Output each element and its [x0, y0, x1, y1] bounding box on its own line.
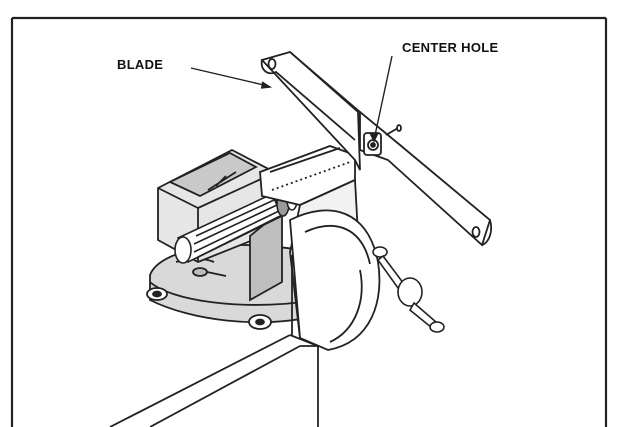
vise-front-jaw	[259, 145, 381, 351]
blade-label: BLADE	[117, 57, 163, 72]
vise-rear-jaw	[157, 148, 284, 302]
blade-mount-hole-bottom	[471, 226, 481, 238]
diagram-frame	[10, 16, 608, 427]
center-hole-leader	[373, 55, 393, 141]
leader-lines	[190, 55, 393, 143]
center-hole-label: CENTER HOLE	[402, 40, 498, 55]
blade-leader	[190, 67, 269, 87]
vise-lock-lever	[372, 246, 445, 333]
workbench	[109, 334, 319, 427]
blade	[260, 50, 493, 247]
blade-mount-hole-top	[267, 58, 277, 70]
